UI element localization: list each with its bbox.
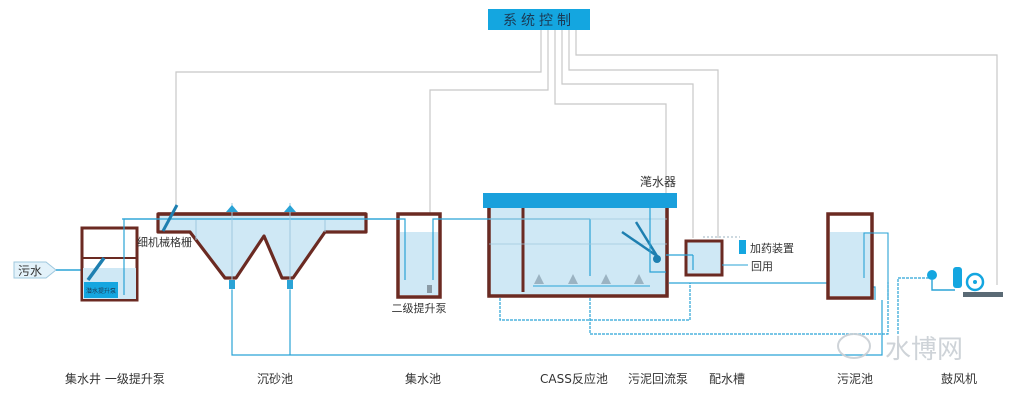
label-collection-pool: 集水池 (405, 371, 441, 386)
signal-line-decanter (561, 30, 694, 238)
secondary-pump-label: 二级提升泵 (392, 302, 447, 315)
watermark: 水博网 (837, 333, 963, 365)
inlet-arrow: 污水 (13, 261, 95, 279)
dosing-label: 加药装置 (750, 242, 794, 255)
blower (927, 267, 1003, 297)
inlet-label: 污水 (18, 264, 42, 278)
label-collection-well: 集水井 一级提升泵 (65, 371, 165, 386)
cass-reactor: 滗水器 (483, 175, 677, 298)
signal-line-collection-pool (429, 30, 549, 260)
dosing-device (739, 240, 746, 254)
label-sludge-tank: 污泥池 (837, 372, 873, 386)
submersible-pump-label: 潜水提升泵 (86, 287, 116, 295)
process-labels: 集水井 一级提升泵 沉砂池 集水池 CASS反应池 污泥回流泵 配水槽 污泥池 … (65, 371, 977, 386)
fine-screen-label: 细机械格栅 (137, 235, 192, 249)
system-control-box[interactable]: 系统控制 (488, 9, 590, 30)
sludge-tank (826, 212, 889, 300)
distribution-tank: 回用 加药装置 (666, 236, 794, 277)
cass-roof (483, 193, 677, 208)
grit-chamber: 细机械格栅 (122, 203, 395, 290)
label-grit-chamber: 沉砂池 (257, 372, 293, 386)
label-cass: CASS反应池 (540, 371, 608, 386)
submersible-pump-box (84, 282, 118, 298)
decanter-label: 滗水器 (640, 175, 676, 189)
signal-line-screen (175, 30, 542, 205)
system-control-label: 系统控制 (503, 13, 575, 29)
signal-line-blower (575, 30, 998, 285)
collection-well: 潜水提升泵 (80, 218, 160, 302)
label-sludge-return-pump: 污泥回流泵 (628, 372, 688, 386)
collection-pool: 二级提升泵 (366, 212, 485, 315)
signal-line-cass (554, 30, 667, 250)
decanter (621, 221, 659, 258)
label-blower: 鼓风机 (941, 372, 977, 386)
fine-screen (161, 204, 179, 232)
label-distribution-tank: 配水槽 (709, 372, 745, 386)
aerators (534, 274, 644, 284)
watermark-text: 水博网 (885, 335, 963, 365)
signal-line-dosing (568, 30, 719, 238)
control-signal-lines (175, 30, 998, 285)
reuse-label: 回用 (751, 260, 773, 273)
